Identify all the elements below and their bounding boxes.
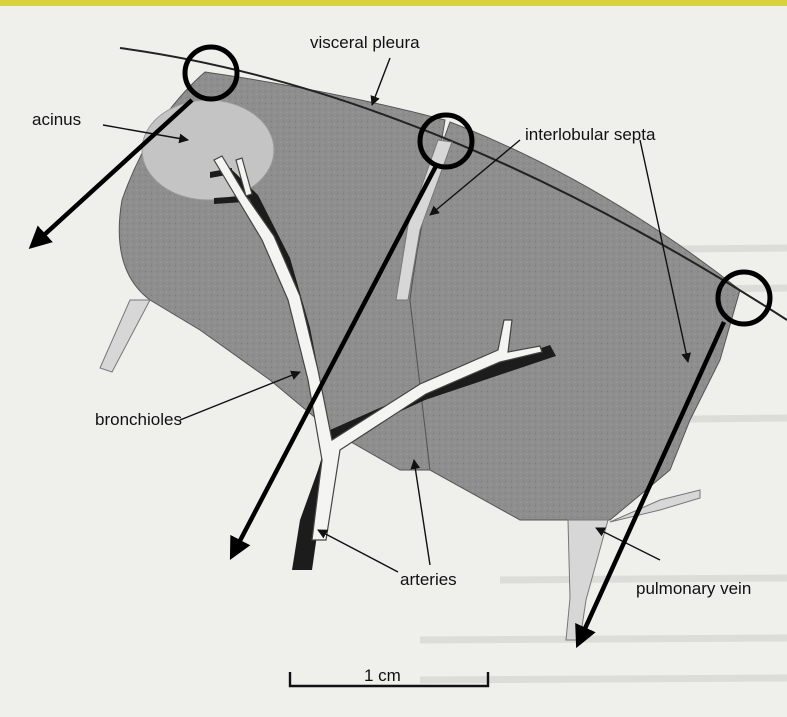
label-arteries: arteries: [400, 570, 457, 589]
top-rule: [0, 0, 787, 6]
acinus-region: [142, 100, 274, 200]
label-visceral-pleura: visceral pleura: [310, 33, 420, 52]
label-pulmonary-vein: pulmonary vein: [636, 579, 751, 598]
label-interlobular-septa: interlobular septa: [525, 125, 656, 144]
label-acinus: acinus: [32, 110, 81, 129]
label-bronchioles: bronchioles: [95, 410, 182, 429]
scale-bar-label: 1 cm: [364, 666, 401, 685]
